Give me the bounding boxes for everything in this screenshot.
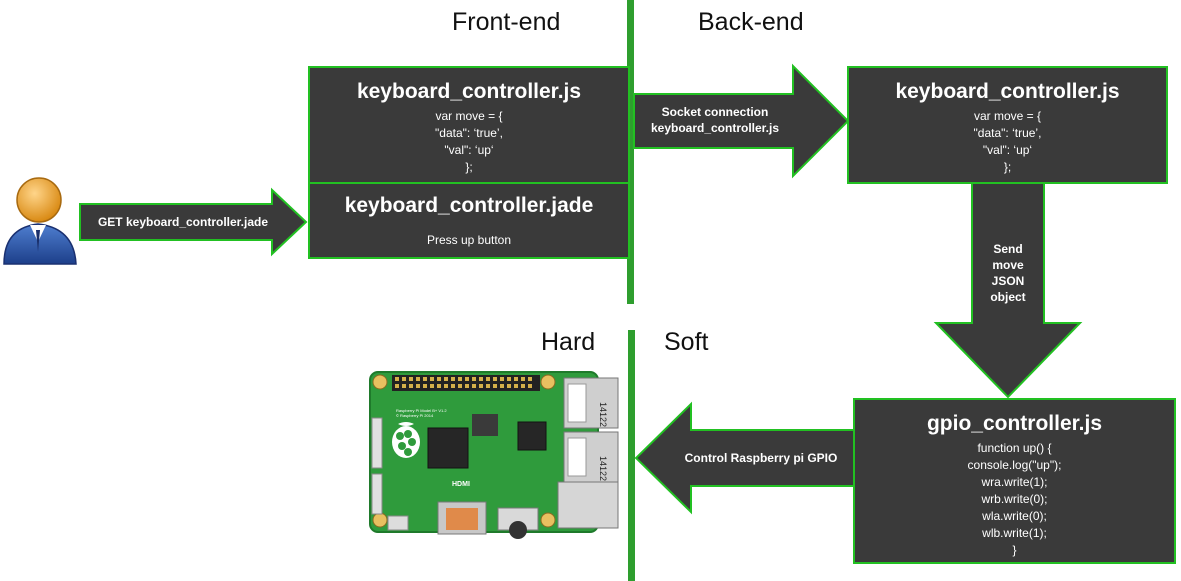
frontend-js-code-line: var move = { — [435, 109, 503, 123]
socket-label-line-2: keyboard_controller.js — [650, 121, 780, 135]
soft-label: Soft — [664, 328, 709, 356]
frontend-jade-title: keyboard_controller.jade — [344, 194, 594, 217]
send-move-line-2: move — [992, 258, 1024, 272]
frontend-js-title: keyboard_controller.js — [356, 80, 582, 103]
socket-label: Socket connection keyboard_controller.js — [640, 104, 790, 136]
control-gpio-label: Control Raspberry pi GPIO — [684, 451, 838, 465]
frontend-js-code: var move = { "data": ‘true’, "val": ‘up‘… — [310, 108, 628, 176]
raspberry-logo-icon — [392, 422, 420, 458]
hdmi-label: HDMI — [452, 481, 470, 488]
user-icon — [3, 177, 77, 265]
frontend-js-code-line: }; — [465, 160, 473, 174]
backend-js-title: keyboard_controller.js — [895, 80, 1120, 103]
send-move-line-1: Send — [993, 242, 1023, 256]
usb-label-2: 14122 — [598, 456, 608, 481]
socket-arrow — [633, 63, 850, 179]
front-end-label: Front-end — [452, 8, 561, 36]
backend-js-code-line: var move = { — [973, 109, 1042, 123]
back-end-label: Back-end — [698, 8, 804, 36]
backend-js-code-line: "data": ‘true’, — [973, 126, 1042, 140]
gpio-code-line: wrb.write(0); — [981, 492, 1048, 506]
frontend-js-code-line: "val": ‘up‘ — [444, 143, 494, 157]
frontend-jade-box: keyboard_controller.jade Press up button — [308, 182, 630, 259]
gpio-code-line: wra.write(1); — [981, 475, 1048, 489]
frontend-backend-divider — [627, 0, 634, 304]
hard-soft-divider — [628, 330, 635, 581]
gpio-code-line: } — [1012, 543, 1017, 557]
gpio-code-line: function up() { — [977, 441, 1052, 455]
send-move-arrow — [933, 182, 1083, 399]
frontend-js-code-line: "data": ‘true’, — [435, 126, 503, 140]
get-request-arrow — [79, 187, 308, 257]
send-move-line-4: object — [990, 290, 1026, 304]
send-move-label: Send move JSON object — [972, 241, 1044, 305]
backend-js-code: var move = { "data": ‘true’, "val": ‘up‘… — [849, 108, 1166, 176]
model-label: Raspberry Pi Model B+ V1.2 — [396, 408, 447, 413]
gpio-code-line: wla.write(0); — [982, 509, 1047, 523]
frontend-js-box: keyboard_controller.js var move = { "dat… — [308, 66, 630, 184]
send-move-line-3: JSON — [991, 274, 1025, 288]
raspberry-pi-board-image: 14122 14122 HDMI Raspberry Pi Model B+ V… — [369, 371, 619, 539]
gpio-title: gpio_controller.js — [926, 412, 1103, 435]
backend-js-code-line: "val": ‘up‘ — [982, 143, 1033, 157]
socket-label-line-1: Socket connection — [661, 105, 769, 119]
control-gpio-arrow — [634, 401, 855, 515]
usb-label-1: 14122 — [598, 402, 608, 427]
frontend-jade-text: Press up button — [426, 233, 512, 247]
backend-js-box: keyboard_controller.js var move = { "dat… — [847, 66, 1168, 184]
gpio-controller-box: gpio_controller.js function up() { conso… — [853, 398, 1176, 564]
gpio-code-line: console.log("up"); — [967, 458, 1062, 472]
gpio-code-line: wlb.write(1); — [982, 526, 1047, 540]
gpio-code: function up() { console.log("up"); wra.w… — [855, 440, 1174, 559]
backend-js-code-line: }; — [1003, 160, 1012, 174]
get-request-label: GET keyboard_controller.jade — [97, 215, 269, 229]
hard-label: Hard — [541, 328, 596, 356]
copyright-label: © Raspberry Pi 2014 — [396, 413, 434, 418]
